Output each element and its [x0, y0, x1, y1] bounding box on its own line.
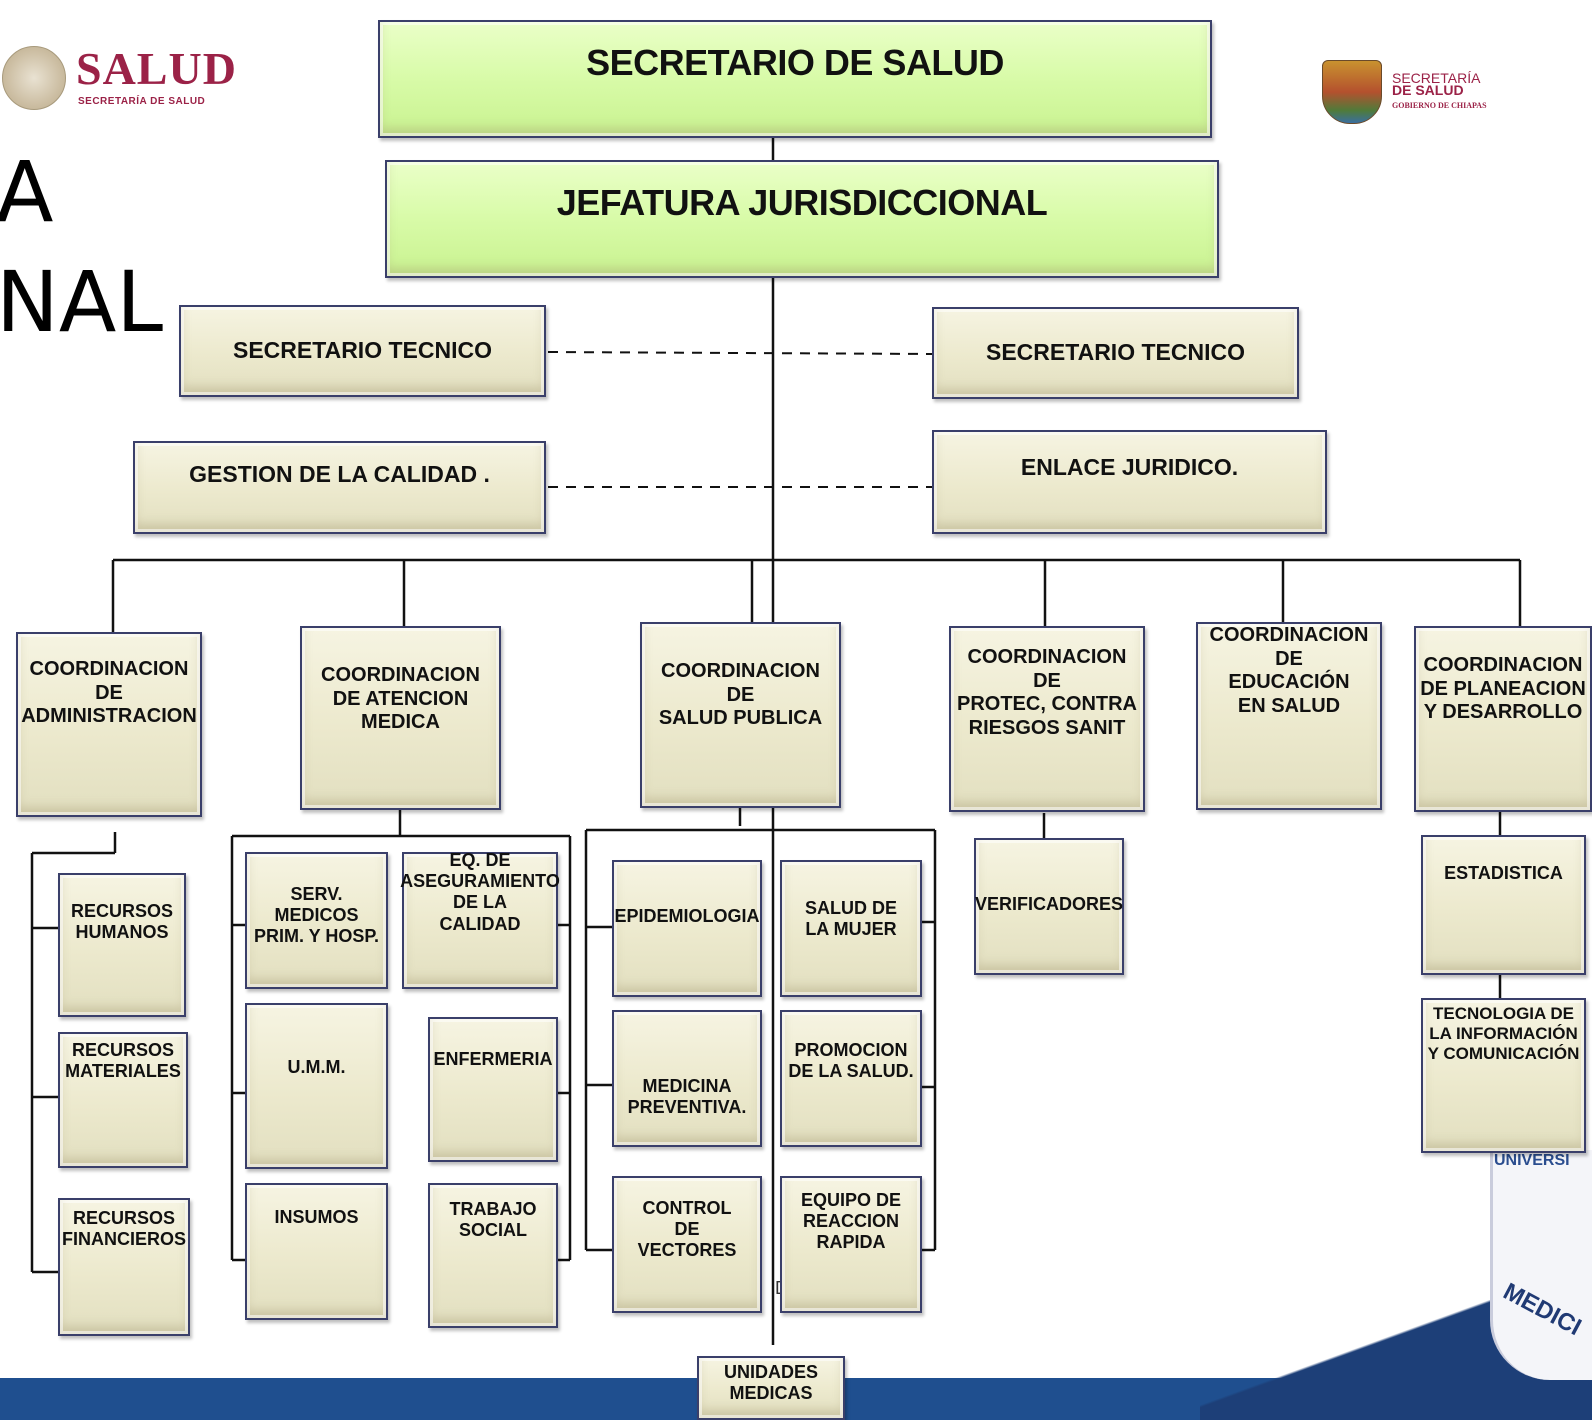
- enfermeria-box: ENFERMERIA: [428, 1017, 558, 1162]
- coord-salud-publica-box: COORDINACION DE SALUD PUBLICA: [640, 622, 841, 808]
- gestion-calidad-label: GESTION DE LA CALIDAD .: [189, 461, 490, 487]
- equipo-reaccion-rapida-label: EQUIPO DE REACCION RAPIDA: [800, 1190, 902, 1253]
- chiapas-logo-line2: DE SALUD: [1392, 82, 1464, 98]
- trabajo-social-box: TRABAJO SOCIAL: [428, 1183, 558, 1328]
- umm-label: U.M.M.: [287, 1057, 346, 1077]
- mexico-seal-icon: [2, 46, 66, 110]
- unidades-medicas-label: UNIDADES MEDICAS: [723, 1362, 818, 1404]
- chiapas-logo: SECRETARÍA DE SALUD GOBIERNO DE CHIAPAS: [1320, 56, 1540, 126]
- salud-logo-subtext: SECRETARÍA DE SALUD: [78, 96, 206, 107]
- coord-atencion-medica-box: COORDINACION DE ATENCION MEDICA: [300, 626, 501, 810]
- salud-logo: SALUD SECRETARÍA DE SALUD: [0, 40, 260, 120]
- enlace-juridico-label: ENLACE JURIDICO.: [1020, 454, 1239, 480]
- verificadores-box: VERIFICADORES: [974, 838, 1124, 975]
- verificadores-label: VERIFICADORES: [974, 894, 1124, 914]
- trabajo-social-label: TRABAJO SOCIAL: [449, 1199, 537, 1241]
- coord-planeacion-desarrollo-label: COORDINACION DE PLANEACION Y DESARROLLO: [1420, 654, 1586, 724]
- coord-proteccion-riesgos-label: COORDINACION DE PROTEC, CONTRA RIESGOS S…: [957, 646, 1137, 739]
- tecnologia-informacion-box: TECNOLOGIA DE LA INFORMACIÓN Y COMUNICAC…: [1421, 998, 1586, 1153]
- secretario-tecnico-right-box: SECRETARIO TECNICO: [932, 307, 1299, 399]
- recursos-humanos-label: RECURSOS HUMANOS: [70, 901, 173, 943]
- coord-salud-publica-label: COORDINACION DE SALUD PUBLICA: [658, 660, 823, 730]
- insumos-box: INSUMOS: [245, 1183, 388, 1320]
- salud-de-la-mujer-box: SALUD DE LA MUJER: [780, 860, 922, 997]
- chiapas-logo-line1: SECRETARÍA: [1392, 70, 1481, 86]
- jefatura-jurisdiccional-box: JEFATURA JURISDICCIONAL: [385, 160, 1219, 278]
- estadistica-box: ESTADISTICA: [1421, 835, 1586, 975]
- insumos-label: INSUMOS: [274, 1207, 359, 1227]
- recursos-humanos-box: RECURSOS HUMANOS: [58, 873, 186, 1017]
- recursos-financieros-box: RECURSOS FINANCIEROS: [58, 1198, 190, 1336]
- chiapas-logo-line3: GOBIERNO DE CHIAPAS: [1392, 101, 1487, 110]
- control-vectores-label: CONTROL DE VECTORES: [637, 1198, 737, 1261]
- umm-box: U.M.M.: [245, 1003, 388, 1169]
- recursos-materiales-label: RECURSOS MATERIALES: [65, 1040, 181, 1082]
- epidemiologia-label: EPIDEMIOLOGIA: [614, 906, 760, 926]
- eq-aseguramiento-calidad-label: EQ. DE ASEGURAMIENTO DE LA CALIDAD: [400, 850, 560, 934]
- promocion-salud-label: PROMOCION DE LA SALUD.: [788, 1040, 914, 1082]
- eq-aseguramiento-calidad-box: EQ. DE ASEGURAMIENTO DE LA CALIDAD: [400, 850, 560, 989]
- recursos-materiales-box: RECURSOS MATERIALES: [58, 1032, 188, 1168]
- coord-planeacion-desarrollo-box: COORDINACION DE PLANEACION Y DESARROLLO: [1414, 626, 1592, 812]
- chiapas-shield-icon: [1322, 60, 1382, 124]
- side-title-line-2: NAL: [0, 253, 164, 351]
- coord-administracion-box: COORDINACION DE ADMINISTRACION: [16, 632, 202, 817]
- coord-educacion-salud-box: COORDINACION DE EDUCACIÓN EN SALUD: [1196, 622, 1382, 810]
- secretario-tecnico-left-label: SECRETARIO TECNICO: [233, 337, 492, 364]
- unidades-medicas-box: UNIDADES MEDICAS: [697, 1356, 845, 1420]
- salud-de-la-mujer-label: SALUD DE LA MUJER: [804, 898, 897, 940]
- control-vectores-box: CONTROL DE VECTORES: [612, 1176, 762, 1313]
- gestion-calidad-box: GESTION DE LA CALIDAD .: [133, 441, 546, 534]
- serv-medicos-box: SERV. MEDICOS PRIM. Y HOSP.: [245, 852, 388, 989]
- secretario-tecnico-left-box: SECRETARIO TECNICO: [179, 305, 546, 397]
- serv-medicos-label: SERV. MEDICOS PRIM. Y HOSP.: [253, 884, 380, 947]
- tecnologia-informacion-label: TECNOLOGIA DE LA INFORMACIÓN Y COMUNICAC…: [1427, 1004, 1580, 1064]
- medicina-preventiva-label: MEDICINA PREVENTIVA.: [627, 1076, 747, 1118]
- equipo-reaccion-rapida-box: EQUIPO DE REACCION RAPIDA: [780, 1176, 922, 1313]
- enfermeria-label: ENFERMERIA: [433, 1049, 553, 1069]
- estadistica-label: ESTADISTICA: [1444, 863, 1563, 883]
- coord-proteccion-riesgos-box: COORDINACION DE PROTEC, CONTRA RIESGOS S…: [949, 626, 1145, 812]
- side-title-line-1: A: [0, 143, 54, 241]
- recursos-financieros-label: RECURSOS FINANCIEROS: [61, 1208, 186, 1250]
- coord-educacion-salud-label: COORDINACION DE EDUCACIÓN EN SALUD: [1209, 624, 1369, 717]
- secretario-tecnico-right-label: SECRETARIO TECNICO: [986, 339, 1245, 366]
- promocion-salud-box: PROMOCION DE LA SALUD.: [780, 1010, 922, 1147]
- background-shield: [1490, 1150, 1592, 1380]
- enlace-juridico-box: ENLACE JURIDICO.: [932, 430, 1327, 534]
- salud-logo-text: SALUD: [76, 43, 237, 94]
- jefatura-jurisdiccional-label: JEFATURA JURISDICCIONAL: [556, 182, 1048, 223]
- epidemiologia-box: EPIDEMIOLOGIA: [612, 860, 762, 997]
- watermark-universidad: UNIVERSI: [1494, 1152, 1570, 1169]
- secretario-de-salud-box: SECRETARIO DE SALUD: [378, 20, 1212, 138]
- coord-administracion-label: COORDINACION DE ADMINISTRACION: [21, 658, 197, 728]
- secretario-de-salud-label: SECRETARIO DE SALUD: [586, 42, 1004, 83]
- medicina-preventiva-box: MEDICINA PREVENTIVA.: [612, 1010, 762, 1147]
- coord-atencion-medica-label: COORDINACION DE ATENCION MEDICA: [321, 664, 480, 734]
